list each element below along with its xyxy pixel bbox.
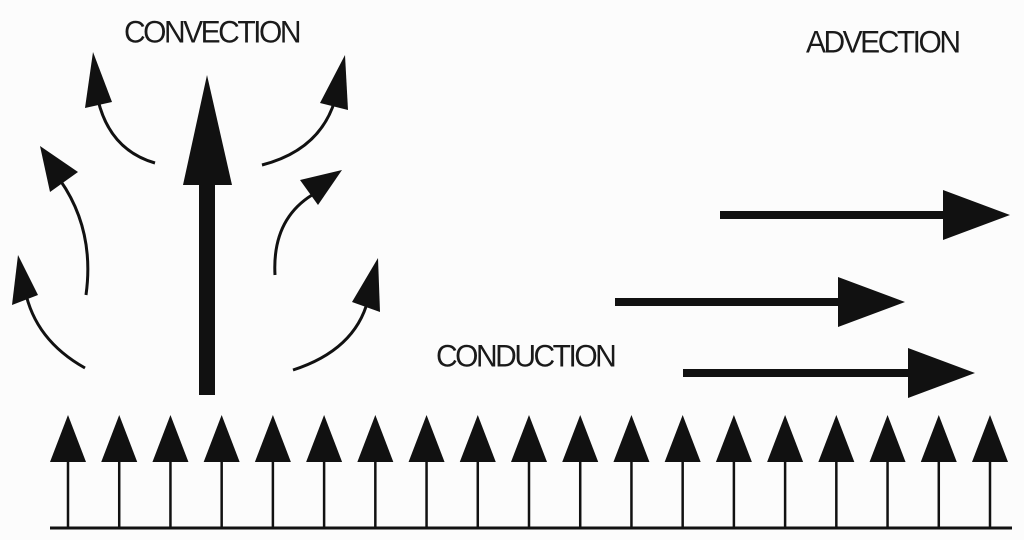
arrowhead — [511, 415, 547, 462]
convection-arrows — [12, 52, 380, 395]
arrowhead — [972, 415, 1008, 462]
conduction-arrow — [101, 415, 138, 528]
arrowhead-right-low — [352, 258, 380, 312]
arrowhead — [613, 415, 650, 462]
conduction-arrow — [50, 415, 86, 528]
conduction-arrow — [869, 415, 906, 528]
conduction-arrow — [920, 415, 957, 528]
conduction-arrow — [306, 415, 343, 528]
arrowhead — [306, 415, 343, 462]
advection-arrows — [615, 190, 1010, 398]
conduction-arrow — [254, 415, 291, 528]
conduction-arrow — [818, 415, 855, 528]
conduction-arrows — [50, 415, 1008, 528]
curved-arrow-left-low — [23, 289, 86, 370]
arrowhead — [101, 415, 138, 462]
conduction-arrow — [152, 415, 189, 528]
arrowhead — [715, 415, 752, 462]
arrowhead — [203, 415, 240, 462]
curved-arrow-left-mid — [58, 179, 90, 296]
curved-arrow-left-high — [96, 99, 156, 165]
arrowhead — [664, 415, 701, 462]
arrowhead — [459, 415, 496, 462]
arrowhead-left-low — [12, 255, 38, 305]
main-updraft-arrow — [183, 75, 232, 395]
conduction-arrow — [459, 415, 496, 528]
advection-label: ADVECTION — [806, 25, 961, 60]
arrowhead — [767, 415, 804, 462]
arrowhead — [869, 415, 906, 462]
conduction-arrow — [408, 415, 445, 528]
arrowhead-right-mid — [300, 170, 342, 205]
conduction-arrow — [511, 415, 547, 528]
curved-arrow-right-low — [292, 299, 370, 372]
convection-label: CONVECTION — [124, 15, 302, 50]
conduction-arrow — [664, 415, 701, 528]
arrowhead — [920, 415, 957, 462]
arrowhead — [818, 415, 855, 462]
arrowhead — [50, 415, 86, 462]
conduction-arrow — [562, 415, 599, 528]
conduction-arrow — [203, 415, 240, 528]
conduction-arrow — [972, 415, 1008, 528]
conduction-label: CONDUCTION — [436, 339, 617, 374]
curved-arrow-right-high — [261, 99, 337, 167]
arrowhead — [254, 415, 291, 462]
arrowhead-right-high — [320, 55, 348, 110]
arrowhead — [152, 415, 189, 462]
conduction-arrow — [767, 415, 804, 528]
conduction-arrow — [357, 415, 394, 528]
arrowhead-left-high — [85, 52, 112, 108]
curved-arrow-right-mid — [273, 193, 313, 276]
conduction-arrow — [715, 415, 752, 528]
arrowhead — [357, 415, 394, 462]
arrowhead — [562, 415, 599, 462]
arrowhead-left-mid — [40, 146, 78, 192]
arrowhead — [408, 415, 445, 462]
conduction-arrow — [613, 415, 650, 528]
